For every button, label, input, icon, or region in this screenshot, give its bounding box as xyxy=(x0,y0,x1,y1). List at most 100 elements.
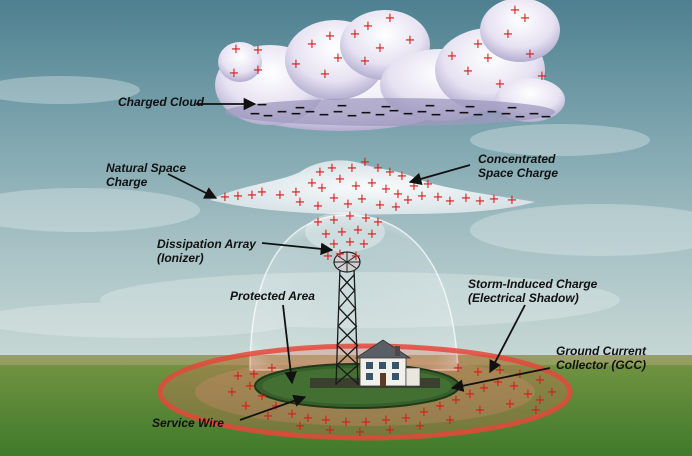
positive-charge-20: + xyxy=(525,47,536,62)
positive-charge-29: + xyxy=(275,188,286,203)
positive-charge-88: + xyxy=(435,399,446,414)
label-natural-space-charge: Natural Space Charge xyxy=(106,161,186,189)
positive-charge-73: + xyxy=(359,237,370,252)
positive-charge-44: + xyxy=(403,193,414,208)
arrow-service-wire xyxy=(239,394,307,421)
label-service-wire-text: Service Wire xyxy=(152,416,224,430)
positive-charge-40: + xyxy=(351,179,362,194)
negative-charge-18: − xyxy=(500,106,512,122)
positive-charge-65: + xyxy=(361,211,372,226)
positive-charge-0: + xyxy=(231,42,242,57)
positive-charge-95: + xyxy=(535,393,546,408)
label-service-wire: Service Wire xyxy=(152,416,224,430)
negative-charge-12: − xyxy=(416,104,428,120)
positive-charge-36: + xyxy=(360,155,371,170)
positive-charge-90: + xyxy=(465,387,476,402)
label-dissipation-array: Dissipation Array (Ionizer) xyxy=(157,237,256,265)
storm-cloud xyxy=(215,0,565,131)
positive-charge-49: + xyxy=(475,194,486,209)
negative-charge-7: − xyxy=(346,108,358,124)
positive-charge-1: + xyxy=(253,43,264,58)
negative-charge-19: − xyxy=(514,109,526,125)
arrow-dissipation-array xyxy=(261,242,334,256)
label-storm-induced-charge: Storm-Induced Charge (Electrical Shadow) xyxy=(468,277,597,305)
positive-charge-7: + xyxy=(363,19,374,34)
positive-charge-75: + xyxy=(335,247,346,262)
positive-charge-13: + xyxy=(320,67,331,82)
positive-charges: ++++++++++++++++++++++++++++++++++++++++… xyxy=(220,3,558,440)
positive-charge-33: + xyxy=(327,161,338,176)
positive-charge-74: + xyxy=(323,249,334,264)
label-concentrated-space-charge-line1: Concentrated xyxy=(478,152,556,166)
positive-charge-10: + xyxy=(333,51,344,66)
negative-charge-28: − xyxy=(506,100,518,116)
positive-charge-4: + xyxy=(307,37,318,52)
negative-charge-6: − xyxy=(332,104,344,120)
positive-charge-80: + xyxy=(287,407,298,422)
positive-charge-54: + xyxy=(329,191,340,206)
label-charged-cloud-text: Charged Cloud xyxy=(118,95,204,109)
positive-charge-41: + xyxy=(367,176,378,191)
negative-charge-16: − xyxy=(472,107,484,123)
positive-charge-30: + xyxy=(291,185,302,200)
positive-charge-6: + xyxy=(350,27,361,42)
positive-charge-78: + xyxy=(257,389,268,404)
label-natural-space-charge-line1: Natural Space xyxy=(106,161,187,175)
positive-charge-85: + xyxy=(381,413,392,428)
positive-charge-93: + xyxy=(509,379,520,394)
positive-charge-24: + xyxy=(291,57,302,72)
positive-charge-86: + xyxy=(401,411,412,426)
positive-charge-15: + xyxy=(463,64,474,79)
arrow-concentrated-space-charge xyxy=(408,164,471,185)
positive-charge-89: + xyxy=(451,393,462,408)
positive-charge-96: + xyxy=(547,385,558,400)
positive-charge-104: + xyxy=(241,399,252,414)
negative-charge-0: − xyxy=(249,106,261,122)
negative-charge-23: − xyxy=(294,100,306,116)
positive-charge-42: + xyxy=(381,182,392,197)
negative-charge-1: − xyxy=(262,108,274,124)
positive-charge-28: + xyxy=(257,185,268,200)
negative-charge-9: − xyxy=(374,107,386,123)
positive-charge-59: + xyxy=(317,181,328,196)
positive-charge-114: + xyxy=(531,403,542,418)
positive-charge-57: + xyxy=(375,198,386,213)
positive-charge-43: + xyxy=(393,187,404,202)
label-dissipation-array-line2: (Ionizer) xyxy=(157,251,204,265)
positive-charge-3: + xyxy=(253,63,264,78)
positive-charge-108: + xyxy=(355,425,366,440)
negative-charge-13: − xyxy=(430,107,442,123)
positive-charge-46: + xyxy=(433,190,444,205)
positive-charge-105: + xyxy=(263,409,274,424)
negative-charge-17: − xyxy=(486,104,498,120)
positive-charge-71: + xyxy=(329,237,340,252)
positive-charge-25: + xyxy=(220,190,231,205)
positive-charge-18: + xyxy=(510,3,521,18)
label-charged-cloud: Charged Cloud xyxy=(118,95,204,109)
negative-charge-20: − xyxy=(528,106,540,122)
negative-charge-14: − xyxy=(444,103,456,119)
positive-charge-55: + xyxy=(343,197,354,212)
ionizer-array xyxy=(333,251,361,273)
arrow-protected-area xyxy=(282,304,297,385)
positive-charge-9: + xyxy=(405,33,416,48)
negative-charge-15: − xyxy=(458,105,470,121)
negative-charge-22: − xyxy=(256,97,268,113)
positive-charge-92: + xyxy=(493,375,504,390)
positive-charge-116: + xyxy=(267,361,278,376)
positive-charge-32: + xyxy=(315,165,326,180)
dissipation-tower xyxy=(335,267,359,386)
positive-charge-17: + xyxy=(503,27,514,42)
positive-charge-106: + xyxy=(295,419,306,434)
label-ground-current-collector: Ground Current Collector (GCC) xyxy=(556,344,646,372)
positive-charge-51: + xyxy=(507,193,518,208)
positive-charge-99: + xyxy=(495,363,506,378)
positive-charge-2: + xyxy=(229,66,240,81)
positive-charge-77: + xyxy=(245,379,256,394)
positive-charge-16: + xyxy=(483,51,494,66)
positive-charge-94: + xyxy=(523,387,534,402)
arrow-natural-space-charge xyxy=(167,173,218,199)
positive-charge-100: + xyxy=(473,365,484,380)
positive-charge-11: + xyxy=(360,54,371,69)
negative-charge-10: − xyxy=(388,103,400,119)
